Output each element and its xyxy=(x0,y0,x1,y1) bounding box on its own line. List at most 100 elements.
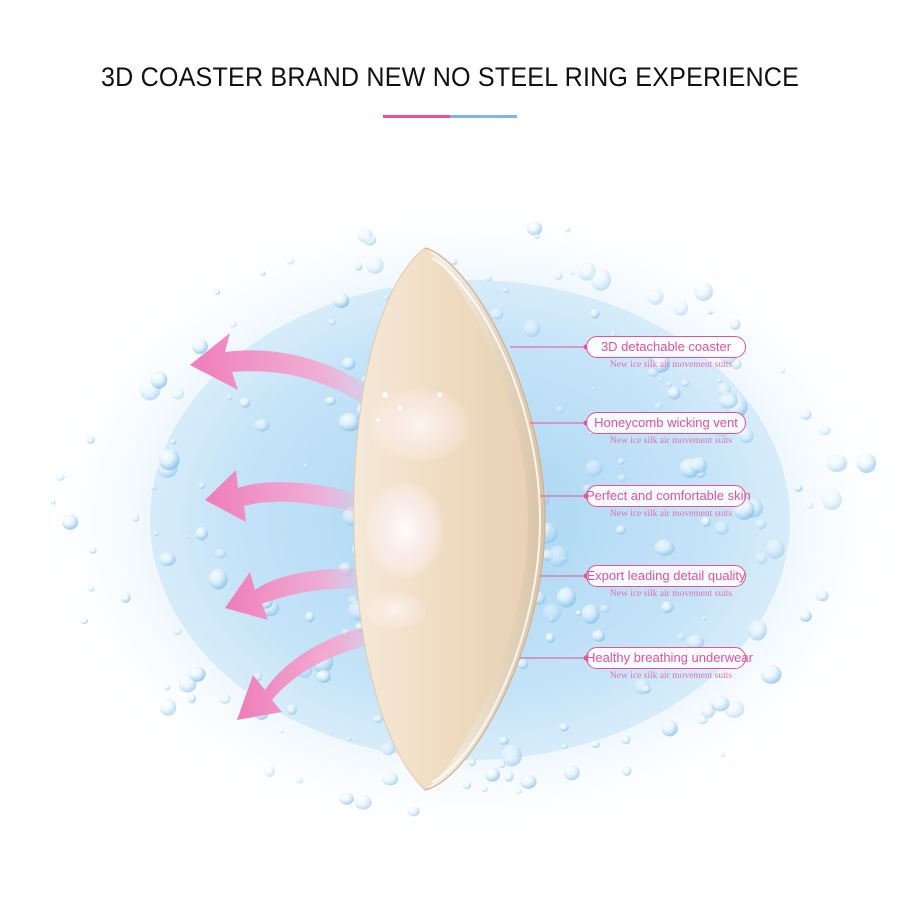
water-droplet xyxy=(747,619,767,641)
water-droplet xyxy=(590,308,600,319)
water-droplet xyxy=(542,603,562,623)
water-droplet xyxy=(150,371,168,389)
water-droplet xyxy=(677,633,686,641)
water-droplet xyxy=(80,617,89,625)
callout-subtitle: New ice silk air movement suits xyxy=(609,360,733,370)
water-droplet xyxy=(556,405,564,414)
water-droplet xyxy=(327,318,336,326)
water-droplet xyxy=(729,318,741,330)
water-droplet xyxy=(591,386,596,391)
water-droplet xyxy=(158,449,180,471)
water-droplet xyxy=(490,308,504,320)
water-droplet xyxy=(514,788,522,795)
water-droplet xyxy=(780,368,786,374)
water-droplet xyxy=(468,757,476,767)
water-droplet xyxy=(681,379,690,387)
water-droplet xyxy=(794,484,803,492)
water-droplet xyxy=(462,781,472,790)
water-droplet xyxy=(799,610,812,622)
water-droplet xyxy=(163,683,171,691)
water-droplet xyxy=(561,743,569,750)
water-droplet xyxy=(615,525,626,535)
water-droplet xyxy=(159,698,177,716)
water-droplet xyxy=(516,658,529,670)
callout-label: Honeycomb wicking vent xyxy=(594,415,738,430)
water-droplet xyxy=(341,357,356,371)
water-droplet xyxy=(718,392,738,409)
water-droplet xyxy=(498,761,506,769)
water-droplet xyxy=(86,435,95,444)
water-droplet xyxy=(504,771,514,782)
water-droplet xyxy=(159,552,176,566)
callout-label: 3D detachable coaster xyxy=(600,339,732,354)
water-droplet xyxy=(407,806,420,817)
water-droplet xyxy=(178,675,197,693)
water-droplet xyxy=(654,539,675,556)
water-droplet xyxy=(654,402,663,410)
water-droplet xyxy=(346,736,352,742)
water-droplet xyxy=(647,368,659,377)
callout-pill xyxy=(586,485,746,507)
water-droplet xyxy=(383,295,389,301)
water-droplet xyxy=(254,419,270,432)
water-droplet xyxy=(481,786,488,792)
water-droplet xyxy=(690,457,707,474)
water-droplet xyxy=(534,233,540,240)
callout-subtitle: New ice silk air movement suits xyxy=(609,589,733,599)
water-droplet xyxy=(333,293,350,309)
callout-pill xyxy=(586,647,746,669)
water-droplet xyxy=(707,309,713,315)
water-droplet xyxy=(621,734,631,745)
water-droplet xyxy=(545,633,555,643)
water-droplet xyxy=(610,330,617,338)
water-droplet xyxy=(581,604,600,624)
water-droplet xyxy=(700,702,716,719)
water-droplet xyxy=(325,396,336,406)
water-droplet xyxy=(502,287,509,294)
water-droplet xyxy=(856,453,877,473)
water-droplet xyxy=(366,256,384,274)
water-droplet xyxy=(563,765,580,781)
water-droplet xyxy=(214,289,221,295)
water-droplet xyxy=(622,766,632,776)
water-droplet xyxy=(760,664,782,684)
water-droplet xyxy=(88,585,95,592)
callout-item: Perfect and comfortable skin New ice sil… xyxy=(586,485,751,519)
water-droplet xyxy=(150,484,157,491)
callout-pill xyxy=(586,565,746,587)
water-droplet xyxy=(229,320,237,328)
callout-item: Honeycomb wicking vent New ice silk air … xyxy=(586,412,750,446)
water-droplet xyxy=(62,514,79,530)
water-droplet xyxy=(198,482,205,490)
water-droplet xyxy=(819,425,831,436)
water-droplet xyxy=(667,386,681,400)
water-droplet xyxy=(485,275,493,281)
callout-item: Export leading detail quality New ice si… xyxy=(586,565,750,599)
water-droplet xyxy=(719,751,726,758)
water-droplet xyxy=(694,282,713,302)
water-droplet xyxy=(702,616,707,621)
water-droplet xyxy=(338,412,361,432)
callout-pill xyxy=(586,336,746,358)
water-droplet xyxy=(520,774,537,789)
water-droplet xyxy=(195,526,208,541)
water-droplet xyxy=(765,538,785,559)
water-droplet xyxy=(661,719,678,737)
water-droplet xyxy=(120,592,131,603)
water-droplet xyxy=(570,271,575,276)
water-droplet xyxy=(755,518,767,530)
callout-item: 3D detachable coaster New ice silk air m… xyxy=(586,336,750,370)
water-droplet xyxy=(800,409,812,420)
water-droplet xyxy=(354,262,363,271)
title-divider-blue xyxy=(450,115,517,118)
water-droplet xyxy=(523,320,541,338)
water-droplet xyxy=(826,454,848,473)
water-droplet xyxy=(259,270,266,276)
water-droplet xyxy=(548,545,568,568)
water-droplet xyxy=(173,627,182,636)
water-droplet xyxy=(591,740,600,749)
water-droplet xyxy=(219,693,231,705)
water-droplet xyxy=(192,338,208,355)
